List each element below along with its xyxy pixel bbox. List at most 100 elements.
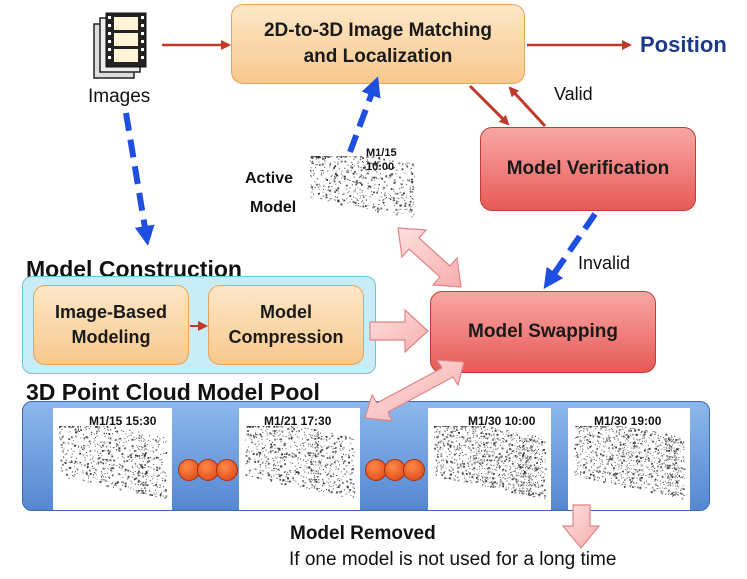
point-cloud-dot xyxy=(453,428,455,430)
point-cloud-dot xyxy=(282,430,284,432)
point-cloud-dot xyxy=(665,487,667,489)
point-cloud-dot xyxy=(541,477,543,479)
point-cloud-dot xyxy=(365,173,367,175)
point-cloud-dot xyxy=(269,450,272,453)
point-cloud-dot xyxy=(318,473,320,475)
point-cloud-dot xyxy=(611,453,613,455)
point-cloud-dot xyxy=(511,439,513,441)
point-cloud-dot xyxy=(369,195,371,197)
point-cloud-dot xyxy=(349,156,351,158)
model-swapping-box[interactable]: Model Swapping xyxy=(430,291,656,373)
point-cloud-dot xyxy=(483,459,485,461)
point-cloud-dot xyxy=(450,451,452,453)
point-cloud-dot xyxy=(373,205,376,208)
point-cloud-dot xyxy=(473,469,475,471)
point-cloud-dot xyxy=(630,459,632,461)
point-cloud-dot xyxy=(257,440,259,442)
point-cloud-dot xyxy=(111,454,113,455)
point-cloud-dot xyxy=(127,475,130,478)
matching-localization-box[interactable]: 2D-to-3D Image Matching and Localization xyxy=(231,4,525,84)
point-cloud-dot xyxy=(516,483,518,485)
point-cloud-dot xyxy=(516,434,518,436)
point-cloud-dot xyxy=(622,448,624,450)
point-cloud-dot xyxy=(113,487,114,488)
pool-model-4[interactable]: M1/30 19:00 xyxy=(568,408,690,510)
point-cloud-dot xyxy=(124,482,127,485)
point-cloud-dot xyxy=(285,436,287,438)
point-cloud-dot xyxy=(331,175,333,176)
point-cloud-dot xyxy=(520,447,521,449)
point-cloud-dot xyxy=(513,485,515,487)
point-cloud-dot xyxy=(488,442,490,444)
point-cloud-dot xyxy=(603,470,604,472)
point-cloud-dot xyxy=(410,211,412,213)
pool-model-1[interactable]: M1/15 15:30 xyxy=(53,408,172,510)
point-cloud-dot xyxy=(245,474,248,476)
point-cloud-dot xyxy=(593,479,596,481)
point-cloud-dot xyxy=(458,479,460,481)
point-cloud-dot xyxy=(537,481,538,483)
point-cloud-dot xyxy=(663,453,665,455)
image-based-modeling-box[interactable]: Image-Based Modeling xyxy=(33,285,189,365)
point-cloud-dot xyxy=(119,463,121,465)
model-compression-box[interactable]: Model Compression xyxy=(208,285,364,365)
point-cloud-dot xyxy=(469,472,471,475)
point-cloud-dot xyxy=(124,485,127,488)
point-cloud-dot xyxy=(440,467,442,469)
point-cloud-dot xyxy=(149,480,151,482)
point-cloud-dot xyxy=(637,459,639,461)
point-cloud-dot xyxy=(264,454,266,456)
point-cloud-dot xyxy=(317,433,320,436)
point-cloud-dot xyxy=(458,471,460,473)
point-cloud-dot xyxy=(487,468,489,470)
pool-model-2[interactable]: M1/21 17:30 xyxy=(239,408,360,510)
point-cloud-dot xyxy=(259,454,260,456)
point-cloud-dot xyxy=(260,429,262,431)
point-cloud-dot xyxy=(443,473,445,474)
point-cloud-dot xyxy=(631,472,633,474)
point-cloud-dot xyxy=(623,482,625,484)
point-cloud-dot xyxy=(86,436,89,439)
point-cloud-dot xyxy=(341,198,343,200)
point-cloud-dot xyxy=(280,426,282,427)
point-cloud-dot xyxy=(141,490,144,492)
point-cloud-dot xyxy=(124,470,126,472)
point-cloud-dot xyxy=(93,433,95,435)
point-cloud-dot xyxy=(306,467,308,469)
point-cloud-dot xyxy=(447,443,449,445)
point-cloud-dot xyxy=(509,458,511,460)
point-cloud-dot xyxy=(384,205,386,207)
point-cloud-dot xyxy=(75,444,77,446)
point-cloud-dot xyxy=(597,441,599,443)
arrow-compression-to-swapping xyxy=(369,308,429,354)
point-cloud-dot xyxy=(521,449,523,451)
point-cloud-dot xyxy=(602,426,603,427)
point-cloud-dot xyxy=(152,458,154,460)
point-cloud-dot xyxy=(495,456,497,458)
pool-model-3[interactable]: M1/30 10:00 xyxy=(428,408,551,510)
point-cloud-dot xyxy=(523,452,525,455)
point-cloud-dot xyxy=(497,437,499,439)
point-cloud-dot xyxy=(126,460,129,462)
point-cloud-dot xyxy=(118,449,121,452)
point-cloud-dot xyxy=(632,473,635,475)
point-cloud-dot xyxy=(103,479,105,481)
point-cloud-dot xyxy=(147,461,149,463)
point-cloud-dot xyxy=(312,485,314,487)
point-cloud-dot xyxy=(105,460,107,461)
point-cloud-dot xyxy=(76,436,77,438)
point-cloud-dot xyxy=(260,464,262,466)
point-cloud-dot xyxy=(657,437,659,439)
point-cloud-dot xyxy=(526,449,529,452)
point-cloud-dot xyxy=(587,434,589,435)
point-cloud-dot xyxy=(150,450,152,452)
point-cloud-dot xyxy=(303,476,305,478)
point-cloud-dot xyxy=(457,476,459,478)
point-cloud-dot xyxy=(645,455,647,457)
point-cloud-dot xyxy=(665,475,667,477)
point-cloud-dot xyxy=(343,199,346,202)
point-cloud-dot xyxy=(499,477,501,478)
point-cloud-dot xyxy=(281,430,283,432)
model-verification-box[interactable]: Model Verification xyxy=(480,127,696,211)
point-cloud-dot xyxy=(94,443,96,445)
